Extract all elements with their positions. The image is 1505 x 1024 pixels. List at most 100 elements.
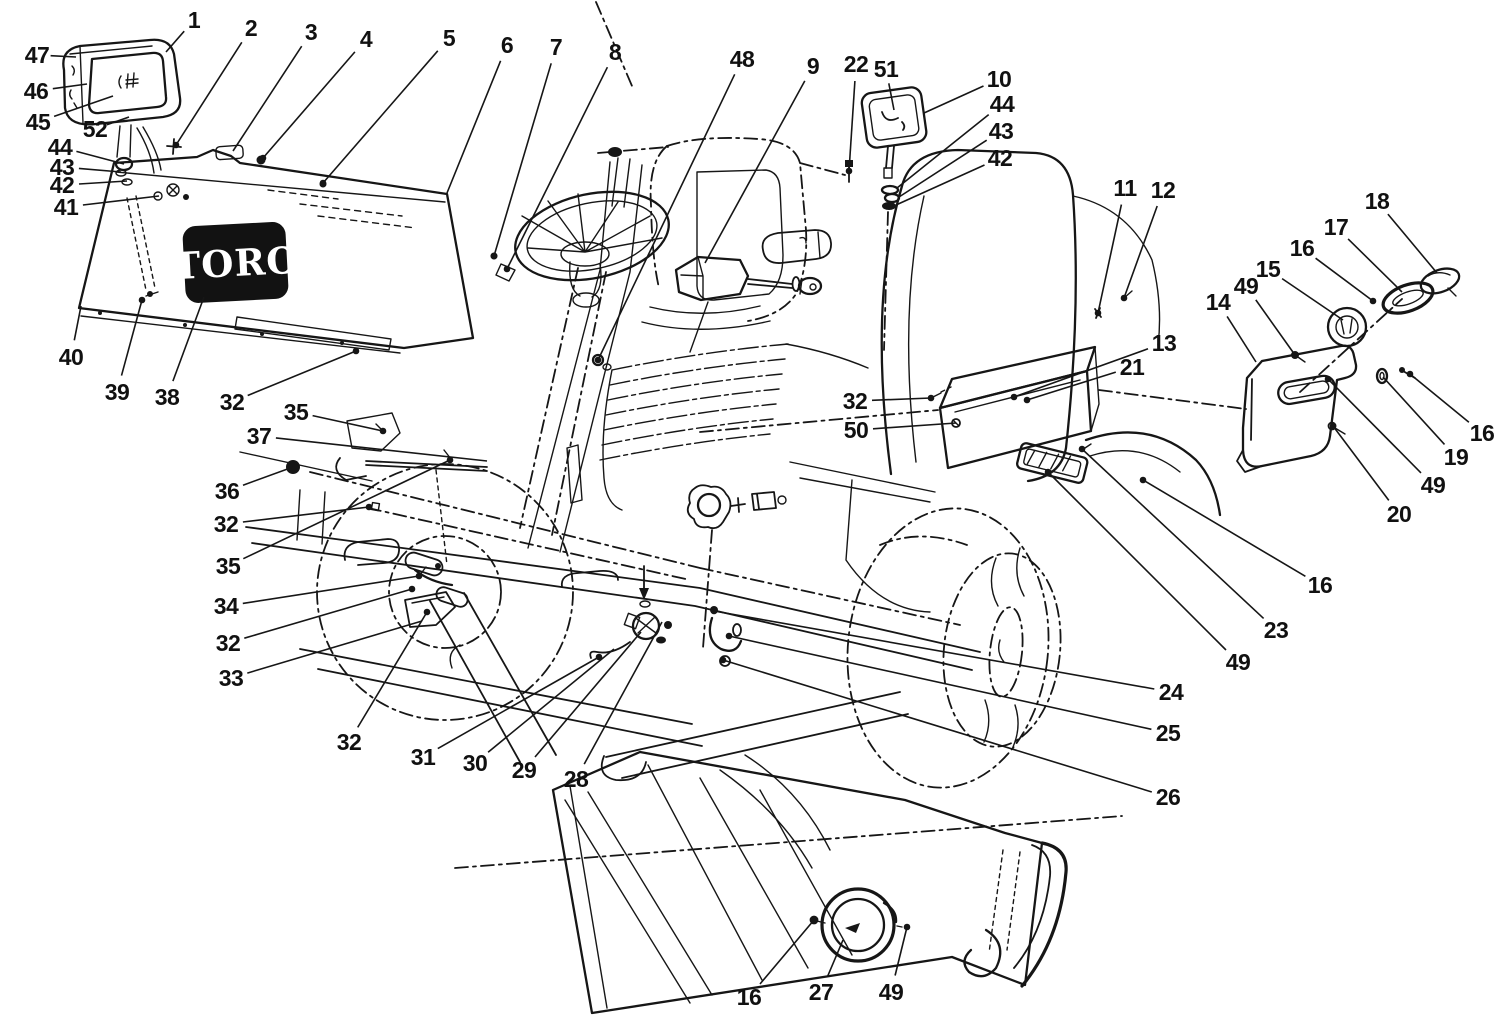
callout-7-label: 7 [550,34,562,60]
callout-11-leader [1097,204,1123,314]
callout-40-leader [73,305,82,341]
callout-48-fastener [594,356,602,364]
callout-13-label: 13 [1152,330,1177,356]
rear-light-bracket [1094,267,1461,473]
callout-38-label: 38 [155,384,180,410]
callout-32-fastener [408,585,416,593]
ignition-switch [674,255,823,353]
callout-13-leader [1013,348,1149,398]
callout-26-leader [722,659,1153,793]
callout-22-label: 22 [844,51,869,77]
callout-47-label: 47 [25,42,50,68]
callout-34-leader [242,575,420,605]
callout-37-leader [275,437,488,462]
callout-16-label: 16 [1308,572,1333,598]
callout-32-label: 32 [337,729,362,755]
callout-4-label: 4 [360,26,373,52]
callout-30-leader [487,648,615,753]
callout-14-label: 14 [1206,289,1231,315]
callout-32-fastener [423,608,431,616]
callout-39-label: 39 [105,379,130,405]
callout-16-leader [1315,257,1374,302]
callout-21-fastener [1023,396,1031,404]
callout-35-fastener [446,456,454,464]
callout-3-leader [232,45,303,152]
callout-14-leader [1226,315,1257,363]
callout-29-label: 29 [512,757,537,783]
callout-49-leader [1047,471,1227,651]
callout-16-leader [1142,479,1306,577]
callout-16-fastener [1139,476,1147,484]
callout-32-leader [871,397,932,402]
callout-51-leader [888,83,895,111]
callout-32-leader [357,611,428,728]
callout-33-label: 33 [219,665,244,691]
callout-11-fastener [1094,309,1102,317]
callout-25-label: 25 [1156,720,1181,746]
callout-30-label: 30 [463,750,488,776]
callout-32-fastener [365,503,373,511]
callout-44-leader [76,150,125,165]
callout-12-leader [1123,205,1158,299]
callout-43-label: 43 [989,118,1014,144]
mower-deck [454,750,1123,1015]
callout-31-leader [437,656,600,750]
callout-28-label: 28 [564,766,589,792]
callout-2-fastener [172,141,180,149]
callout-40-label: 40 [59,344,84,370]
callout-49-fastener [903,923,911,931]
callout-52-leader [106,116,130,126]
headlight-assembly [62,38,182,186]
rear-body-panel [789,148,1222,613]
callout-4-leader [262,51,356,159]
callout-44-label: 44 [48,134,73,160]
callout-27-label: 27 [809,979,834,1005]
callout-26-label: 26 [1156,784,1181,810]
callout-35-leader [312,414,384,432]
callout-3-label: 3 [305,19,317,45]
callout-20-fastener [1329,422,1337,430]
callout-49-label: 49 [1226,649,1251,675]
callout-39-leader [120,299,143,376]
callout-1-label: 1 [188,7,201,33]
fender-mount-box [699,345,1247,470]
callout-31-fastener [595,653,603,661]
callout-16-label: 16 [1470,420,1495,446]
callout-16-fastener [810,916,818,924]
callout-10-label: 10 [987,66,1012,92]
callout-44-leader [896,113,990,189]
callout-15-leader [1281,277,1344,321]
callout-20-leader [1332,425,1390,501]
callout-24-label: 24 [1159,679,1184,705]
callout-25-leader [728,635,1152,731]
callout-22-fastener [845,167,853,175]
interlock-cluster [589,565,743,667]
callout-41-leader [82,195,160,206]
callout-49-fastener [1044,468,1052,476]
callout-16-label: 16 [1290,235,1315,261]
callout-34-label: 34 [214,593,239,619]
callout-35-fastener [379,427,387,435]
callout-47-leader [50,54,77,58]
callout-2-label: 2 [245,15,257,41]
callout-28-leader [583,621,663,765]
callout-32-label: 32 [216,630,241,656]
callout-25-fastener [725,632,733,640]
callout-42-label: 42 [50,172,75,198]
callout-32-label: 32 [843,388,868,414]
callout-7-leader [493,63,552,257]
callout-16-leader [759,919,815,985]
callout-17-leader [1347,238,1403,293]
callout-23-leader [1081,448,1265,619]
callout-2-leader [175,41,243,146]
callout-23-fastener [1078,445,1086,453]
callout-41-label: 41 [54,194,79,220]
callout-49-fastener [1324,375,1332,383]
callout-42-leader [895,164,985,206]
callout-51-label: 51 [874,56,899,82]
callout-45-label: 45 [26,109,51,135]
light-switch [845,86,928,210]
callout-21-leader [1026,371,1117,401]
callout-9-leader [704,80,806,264]
callout-32-leader [244,588,413,639]
